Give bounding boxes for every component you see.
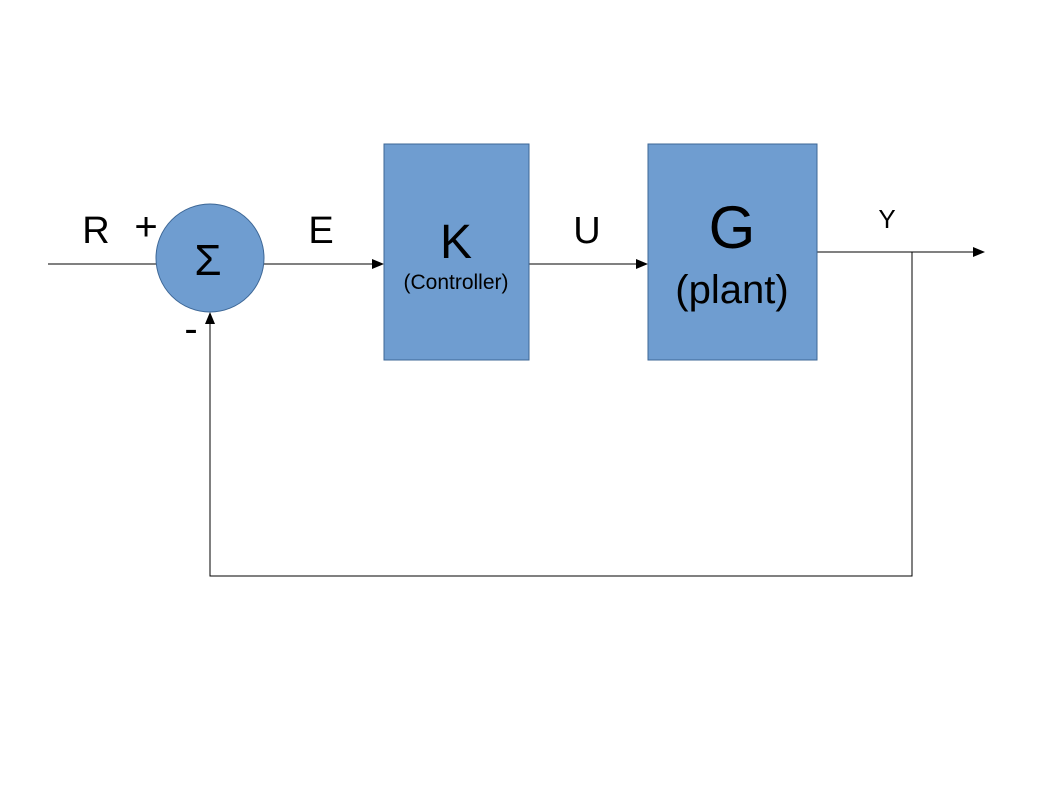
output-label: Y [878, 204, 895, 234]
reference-label: R [82, 210, 109, 252]
controller-block [383, 143, 530, 361]
plus-sign: + [134, 205, 157, 249]
plant-block [647, 143, 818, 361]
plant-caption: (plant) [675, 268, 788, 312]
summing-junction [155, 203, 265, 313]
sigma-symbol: Σ [194, 236, 221, 285]
feedback-path [205, 252, 913, 577]
error-label: E [308, 210, 333, 252]
controller-name: K [440, 216, 472, 269]
plant-name: G [709, 194, 756, 261]
controller-caption: (Controller) [403, 271, 508, 294]
minus-sign: - [184, 307, 197, 351]
control-label: U [573, 210, 600, 252]
